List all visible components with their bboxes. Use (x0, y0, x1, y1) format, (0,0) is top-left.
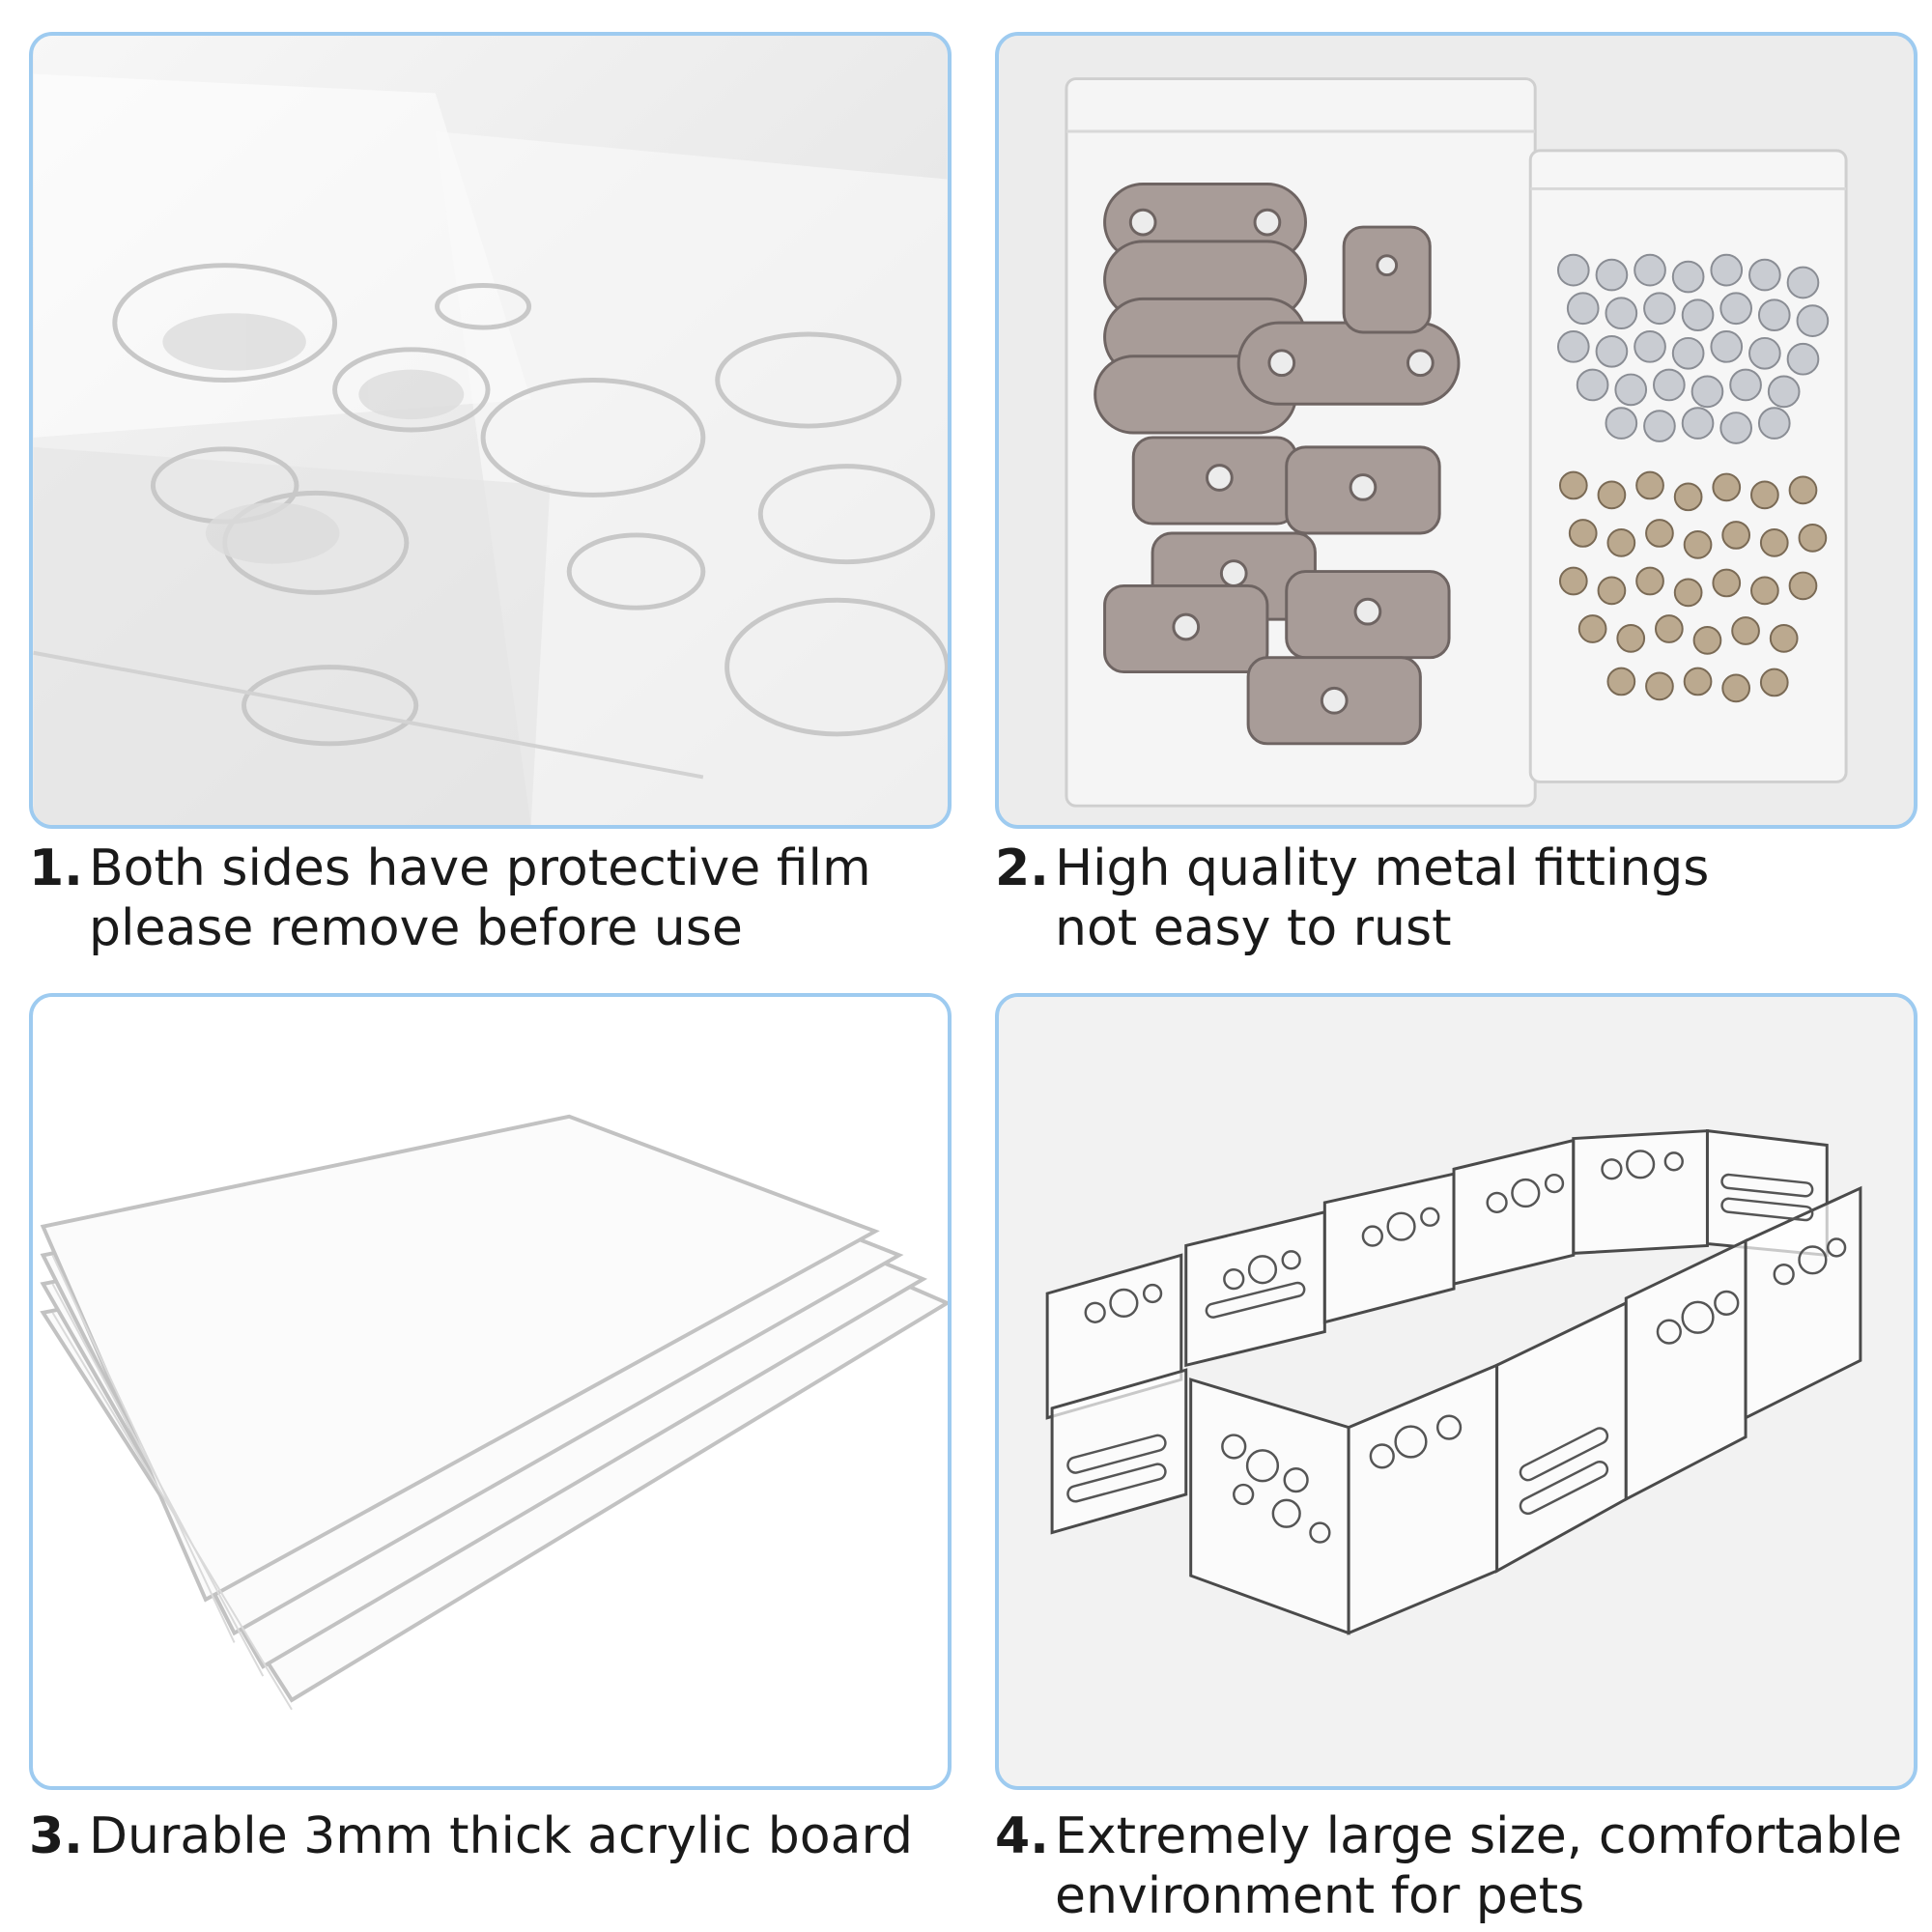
feature-caption-3: 3. Durable 3mm thick acrylic board (29, 1806, 913, 1866)
feature-caption-1: 1. Both sides have protective film pleas… (29, 838, 871, 958)
metal-fittings-image (995, 32, 1918, 829)
feature-number: 2. (995, 839, 1049, 897)
feature-text-line: High quality metal fittings (1055, 839, 1710, 897)
acrylic-boards-image (29, 993, 952, 1790)
feature-text-line: environment for pets (1055, 1867, 1585, 1925)
feature-text-line: not easy to rust (1055, 899, 1452, 957)
feature-text-line: please remove before use (89, 899, 743, 957)
feature-text-line: Extremely large size, comfortable (1055, 1807, 1903, 1865)
feature-caption-4: 4. Extremely large size, comfortable env… (995, 1806, 1902, 1926)
acrylic-film-image (29, 32, 952, 829)
acrylic-film-illustration (33, 36, 948, 825)
feature-number: 4. (995, 1807, 1049, 1865)
feature-number: 1. (29, 839, 83, 897)
feature-text-line: Both sides have protective film (89, 839, 871, 897)
feature-text-line: Durable 3mm thick acrylic board (89, 1807, 913, 1865)
pet-playpen-illustration (999, 997, 1914, 1786)
feature-number: 3. (29, 1807, 83, 1865)
feature-caption-2: 2. High quality metal fittings not easy … (995, 838, 1709, 958)
acrylic-boards-illustration (33, 997, 948, 1786)
pet-playpen-image (995, 993, 1918, 1790)
metal-fittings-illustration (999, 36, 1914, 825)
